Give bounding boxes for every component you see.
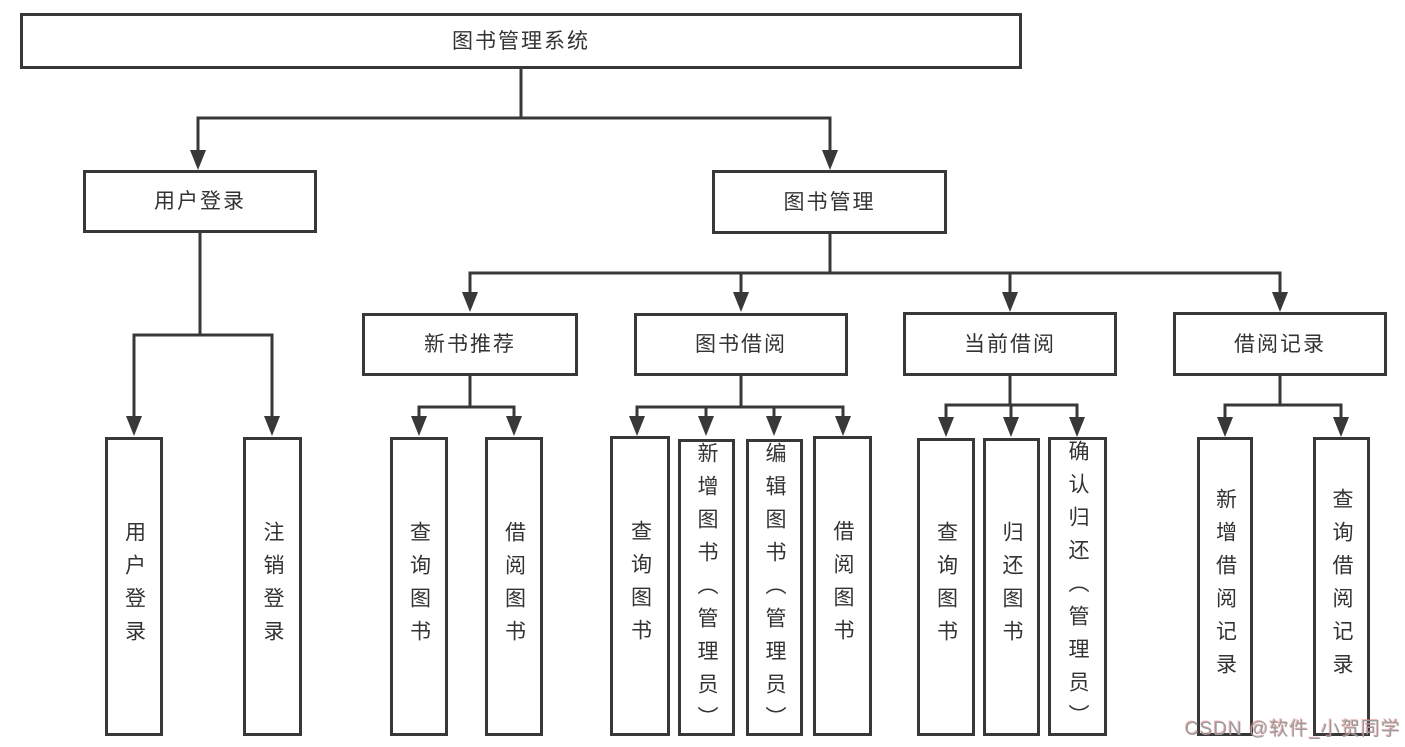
- leaf-confirm-return-admin: 确认归还（管理员）: [1048, 437, 1107, 737]
- leaf-query-book-current: 查询图书: [917, 438, 975, 736]
- leaf-add-borrow-record: 新增借阅记录: [1197, 437, 1253, 736]
- node-root: 图书管理系统: [20, 13, 1022, 69]
- leaf-borrow-book: 借阅图书: [813, 436, 872, 736]
- node-current-borrow: 当前借阅: [903, 312, 1117, 376]
- node-book-management: 图书管理: [712, 170, 947, 234]
- leaf-user-login: 用户登录: [105, 437, 163, 736]
- node-borrow-record: 借阅记录: [1173, 312, 1387, 376]
- leaf-logout: 注销登录: [243, 437, 302, 736]
- leaf-return-book: 归还图书: [983, 438, 1040, 736]
- node-user-login: 用户登录: [83, 170, 317, 233]
- csdn-watermark: CSDN @软件_小贺同学: [1185, 719, 1401, 740]
- leaf-edit-book-admin: 编辑图书（管理员）: [746, 439, 803, 739]
- leaf-query-book-recommend: 查询图书: [390, 437, 448, 736]
- node-book-borrow: 图书借阅: [634, 313, 848, 376]
- node-new-book-recommend: 新书推荐: [362, 313, 578, 376]
- leaf-query-borrow-record: 查询借阅记录: [1313, 437, 1370, 736]
- leaf-borrow-book-recommend: 借阅图书: [485, 437, 543, 736]
- leaf-add-book-admin: 新增图书（管理员）: [678, 439, 735, 739]
- leaf-query-book-borrow: 查询图书: [610, 436, 670, 736]
